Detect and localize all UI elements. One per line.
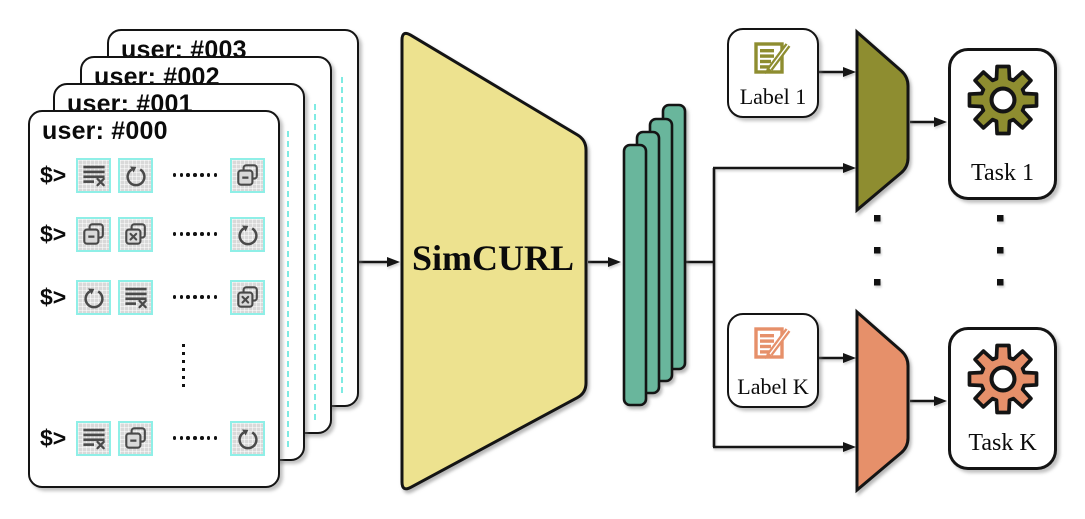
undo-icon [118, 157, 153, 193]
copy-delete-icon [230, 279, 265, 315]
label-1-text: Label 1 [739, 84, 807, 109]
vertical-ellipsis [182, 344, 186, 388]
copy-delete-icon [118, 216, 153, 252]
copy-remove-icon [76, 216, 111, 252]
label-k-box: Label K [727, 313, 819, 408]
prompt-label: $> [40, 161, 67, 188]
label-1-box: Label 1 [727, 28, 819, 118]
head-funnel-1 [855, 28, 910, 214]
ellipsis-dots [160, 436, 230, 440]
undo-icon [230, 216, 265, 252]
encoder-title: SimCURL [411, 238, 575, 278]
branch-ellipsis-dots [874, 215, 1004, 286]
task-k-text: Task K [968, 430, 1037, 456]
user-card-000: user: #000 $> $> $> [28, 110, 280, 488]
arrowheads [387, 67, 947, 452]
command-row: $> [40, 278, 270, 316]
prompt-label: $> [40, 283, 67, 310]
label-k-text: Label K [737, 374, 809, 399]
list-delete-icon [76, 157, 111, 193]
embedding-bars [622, 103, 687, 407]
command-row: $> [40, 215, 270, 253]
ellipsis-dots [160, 232, 230, 236]
undo-icon [76, 279, 111, 315]
task-1-text: Task 1 [971, 160, 1034, 186]
prompt-label: $> [40, 220, 67, 247]
list-delete-icon [118, 279, 153, 315]
undo-icon [230, 420, 265, 456]
ellipsis-dots [160, 173, 230, 177]
prompt-label: $> [40, 424, 67, 451]
list-delete-icon [76, 420, 111, 456]
gear-icon [967, 343, 1038, 415]
task-k-box: Task K [948, 327, 1057, 470]
task-1-box: Task 1 [948, 48, 1057, 200]
note-pencil-icon [754, 327, 791, 359]
copy-remove-icon [118, 420, 153, 456]
copy-remove-icon [230, 157, 265, 193]
card-header: user: #000 [42, 117, 168, 145]
note-pencil-icon [754, 42, 791, 74]
gear-icon [967, 64, 1038, 136]
hidden-content-dashes [314, 104, 316, 420]
command-row: $> [40, 419, 270, 457]
hidden-content-dashes [341, 77, 343, 393]
command-row: $> [40, 156, 270, 194]
hidden-content-dashes [287, 131, 289, 447]
simcurl-encoder-shape [400, 31, 588, 491]
head-funnel-k [855, 308, 910, 494]
ellipsis-dots [160, 295, 230, 299]
